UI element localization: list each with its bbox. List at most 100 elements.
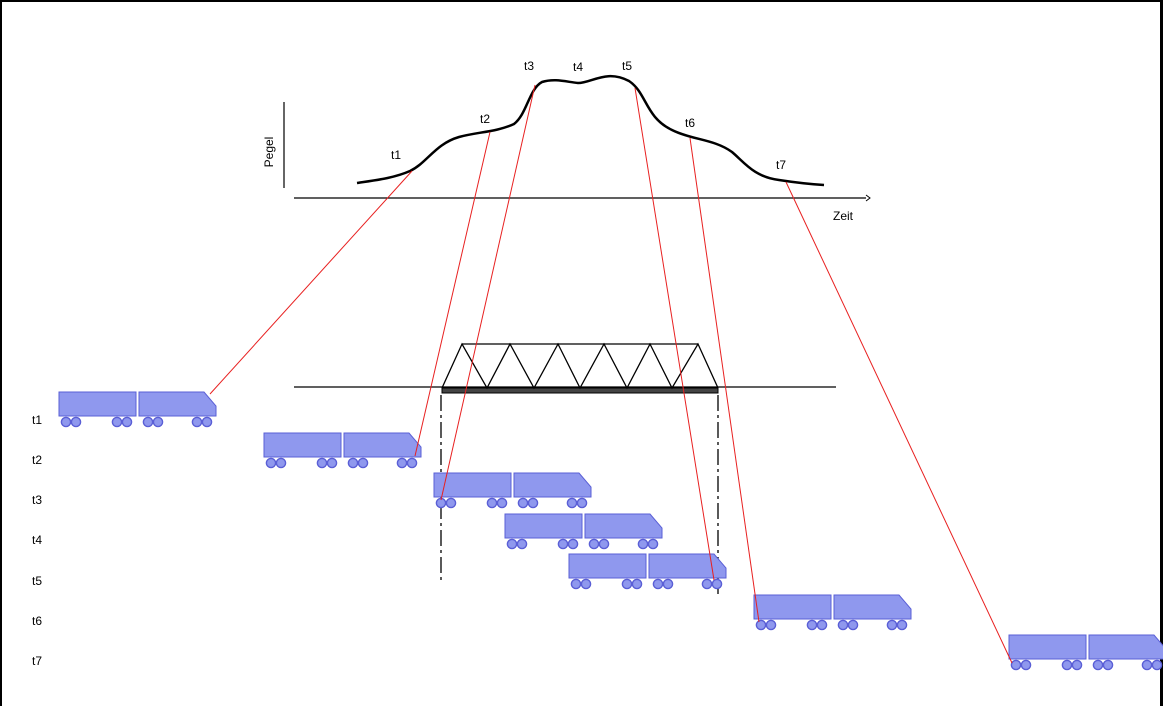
- wheel: [652, 578, 664, 590]
- tractor-body: [513, 472, 592, 498]
- row-label-t5: t5: [32, 574, 42, 588]
- wheel: [396, 457, 408, 469]
- y-axis-label: Pegel: [262, 137, 276, 168]
- wheel: [445, 497, 457, 509]
- wheel: [1141, 659, 1153, 671]
- connector-lines: [209, 84, 1013, 664]
- trucks: [58, 391, 1163, 671]
- wheel: [566, 497, 578, 509]
- wheel: [316, 457, 328, 469]
- wheel: [152, 416, 164, 428]
- wheel: [486, 497, 498, 509]
- wheel: [111, 416, 123, 428]
- tractor-body: [584, 513, 663, 539]
- truck-t1: [58, 391, 217, 428]
- truck-t5: [568, 553, 727, 590]
- time-label-t6: t6: [685, 116, 695, 130]
- wheel: [121, 416, 133, 428]
- wheel: [70, 416, 82, 428]
- row-label-t1: t1: [32, 413, 42, 427]
- wheel: [265, 457, 277, 469]
- truss-diagonals: [441, 342, 719, 390]
- wheel: [765, 619, 777, 631]
- wheel: [837, 619, 849, 631]
- wheel: [580, 578, 592, 590]
- connector-t5: [634, 87, 715, 581]
- row-label-t6: t6: [32, 614, 42, 628]
- trailer-body: [504, 513, 583, 539]
- tractor-body: [343, 432, 422, 458]
- wheel: [701, 578, 713, 590]
- wheel: [631, 578, 643, 590]
- tractor-body: [833, 594, 912, 620]
- tractor-body: [648, 553, 727, 579]
- time-label-t4: t4: [573, 60, 583, 74]
- time-label-t1: t1: [391, 148, 401, 162]
- wheel: [711, 578, 723, 590]
- wheel: [755, 619, 767, 631]
- wheel: [1020, 659, 1032, 671]
- truck-t4: [504, 513, 663, 550]
- wheel: [60, 416, 72, 428]
- connector-t7: [785, 181, 1013, 664]
- x-axis-label: Zeit: [833, 209, 854, 223]
- wheel: [557, 538, 569, 550]
- row-label-t2: t2: [32, 453, 42, 467]
- trailer-body: [263, 432, 342, 458]
- time-label-t3: t3: [524, 59, 534, 73]
- trailer-body: [753, 594, 832, 620]
- wheel: [598, 538, 610, 550]
- trailer-body: [1008, 634, 1087, 660]
- trailer-body: [433, 472, 512, 498]
- truck-t6: [753, 594, 912, 631]
- row-labels: t1 t2 t3 t4 t5 t6 t7: [32, 413, 42, 668]
- wheel: [517, 497, 529, 509]
- wheel: [1151, 659, 1163, 671]
- wheel: [576, 497, 588, 509]
- bridge: [294, 342, 836, 594]
- wheel: [357, 457, 369, 469]
- wheel: [847, 619, 859, 631]
- wheel: [1092, 659, 1104, 671]
- level-curve: [356, 75, 825, 187]
- wheel: [1102, 659, 1114, 671]
- wheel: [1010, 659, 1022, 671]
- wheel: [588, 538, 600, 550]
- level-graph: Pegel Zeit t1 t2 t3 t4 t5 t6 t7: [262, 59, 871, 223]
- trailer-body: [58, 391, 137, 417]
- row-label-t3: t3: [32, 493, 42, 507]
- wheel: [637, 538, 649, 550]
- wheel: [621, 578, 633, 590]
- wheel: [506, 538, 518, 550]
- wheel: [516, 538, 528, 550]
- truck-t2: [263, 432, 422, 469]
- wheel: [816, 619, 828, 631]
- wheel: [275, 457, 287, 469]
- wheel: [406, 457, 418, 469]
- wheel: [567, 538, 579, 550]
- wheel: [1071, 659, 1083, 671]
- row-label-t4: t4: [32, 533, 42, 547]
- truck-t7: [1008, 634, 1163, 671]
- wheel: [347, 457, 359, 469]
- time-label-t7: t7: [776, 158, 786, 172]
- wheel: [570, 578, 582, 590]
- wheel: [201, 416, 213, 428]
- x-axis-arrowhead: [865, 194, 871, 202]
- truck-t3: [433, 472, 592, 509]
- wheel: [142, 416, 154, 428]
- connector-t6: [689, 137, 760, 623]
- time-label-t5: t5: [622, 59, 632, 73]
- wheel: [496, 497, 508, 509]
- tractor-body: [138, 391, 217, 417]
- wheel: [662, 578, 674, 590]
- row-label-t7: t7: [32, 654, 42, 668]
- wheel: [886, 619, 898, 631]
- wheel: [527, 497, 539, 509]
- wheel: [191, 416, 203, 428]
- wheel: [806, 619, 818, 631]
- wheel: [647, 538, 659, 550]
- wheel: [326, 457, 338, 469]
